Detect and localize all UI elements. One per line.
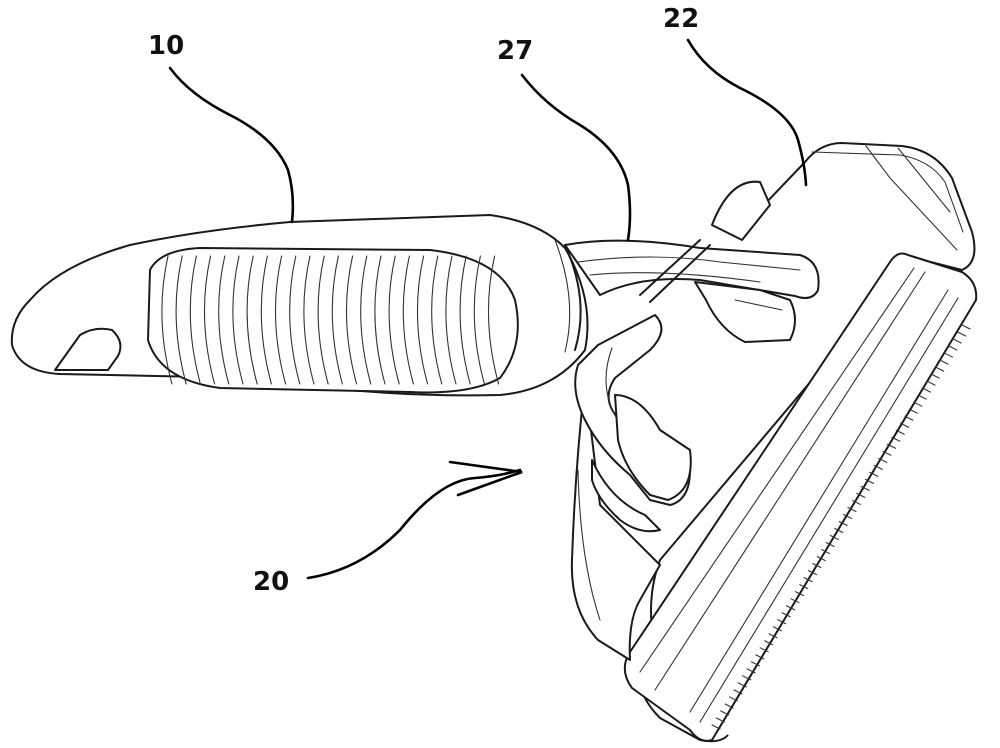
leader-20 (306, 468, 522, 580)
blade-tooth (939, 359, 949, 365)
grip-rib (161, 255, 173, 385)
blade-tooth (812, 563, 822, 569)
blade-tooth (807, 570, 818, 576)
blade-tooth (834, 527, 844, 534)
blade-tooth (913, 401, 923, 407)
blade-tooth (957, 331, 967, 337)
ref-label-27: 27 (497, 36, 534, 66)
blade-tooth (803, 577, 813, 583)
ref-label-10: 10 (148, 31, 185, 61)
blade-tooth (921, 387, 932, 393)
blade-tooth (764, 640, 774, 646)
blade-tooth (891, 436, 901, 442)
blade-tooth (746, 668, 756, 674)
grip-rib (345, 255, 358, 385)
blade-tooth (847, 506, 857, 513)
grip-rib (473, 255, 485, 385)
blade-tooth (856, 492, 866, 498)
grip-rib (218, 255, 230, 385)
blade-teeth (711, 324, 971, 730)
blade-tooth (878, 457, 888, 463)
blade-tooth (742, 675, 752, 681)
blade-tooth (750, 661, 761, 667)
blade-tooth (895, 429, 905, 435)
wing-plate (570, 379, 661, 661)
grip-rib (331, 255, 343, 385)
grip-rib (402, 255, 414, 385)
blade-tooth (711, 724, 721, 730)
blade-tooth (755, 654, 765, 660)
blade-tooth (825, 541, 835, 548)
grip-rib (360, 255, 372, 385)
blade-tooth (724, 703, 734, 709)
grip-rib (289, 255, 301, 385)
grip-rib (303, 255, 315, 385)
ref-label-20: 20 (253, 567, 290, 597)
blade-tooth (908, 408, 918, 414)
grip-rib (459, 255, 471, 385)
blade-tooth (904, 415, 914, 421)
grip-rib (260, 255, 272, 385)
blade-tooth (935, 366, 945, 372)
leader-22 (686, 38, 808, 187)
blade-tooth (926, 380, 936, 386)
blade-tooth (777, 619, 787, 625)
blade-tooth (917, 394, 927, 400)
blade-tooth (838, 520, 848, 527)
blade-tooth (737, 682, 747, 688)
grip-rib (246, 255, 258, 385)
arrow-20 (448, 460, 523, 497)
blade-tooth (772, 626, 782, 632)
grip-rib (274, 255, 287, 385)
blade-tooth (790, 598, 800, 604)
blade-tooth (715, 717, 725, 723)
leader-27 (520, 73, 632, 242)
blade-tooth (843, 513, 853, 520)
leader-10 (168, 66, 295, 224)
grip-rib (374, 255, 386, 385)
grip-rib (388, 255, 400, 385)
blade-tooth (860, 485, 870, 491)
grip-rib (232, 255, 244, 385)
grip-rib (189, 255, 201, 385)
blade-tooth (799, 584, 809, 590)
grip-rib (203, 255, 216, 385)
grip-rib (317, 255, 329, 385)
blade-tooth (864, 478, 875, 484)
handle (10, 214, 589, 397)
blade-tooth (781, 612, 791, 618)
grip-ribs (161, 255, 500, 385)
blade-tooth (728, 696, 739, 702)
blade-tooth (873, 464, 883, 470)
grip-rib (487, 255, 500, 385)
grip-rib (445, 255, 457, 385)
blade-tooth (900, 422, 910, 428)
blade-tooth (786, 605, 796, 611)
blade-tooth (851, 499, 861, 505)
neck-arms (564, 180, 820, 533)
blade-tooth (821, 549, 831, 555)
blade-tooth (816, 556, 826, 562)
blade-tooth (948, 345, 958, 351)
blade-tooth (882, 450, 892, 456)
blade-tooth (794, 591, 804, 597)
blade-tooth (869, 471, 879, 477)
blade-tooth (768, 633, 778, 639)
ref-label-22: 22 (663, 4, 700, 34)
blade-tooth (759, 647, 769, 653)
grip-rib (416, 255, 429, 385)
blade-head (623, 142, 978, 743)
blade-tooth (886, 443, 896, 449)
grip-rib (175, 255, 187, 385)
blade-tooth (961, 324, 971, 330)
blade-tooth (733, 689, 743, 695)
blade-tooth (952, 338, 962, 344)
grip-rib (431, 255, 443, 385)
blade-tooth (930, 373, 940, 379)
blade-tooth (943, 352, 954, 358)
blade-tooth (829, 534, 839, 541)
blade-tooth (720, 710, 730, 716)
